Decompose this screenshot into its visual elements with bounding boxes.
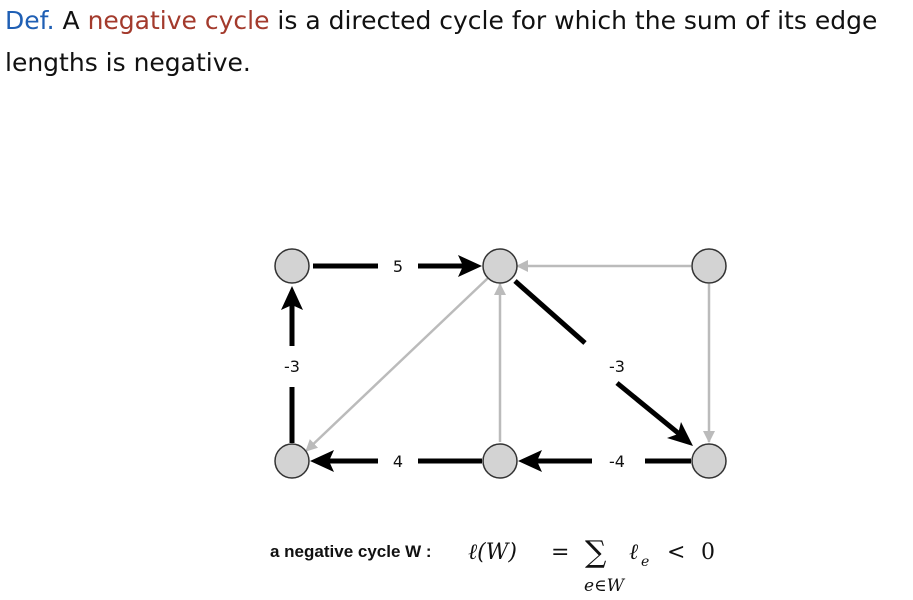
def-text-after: is a directed cycle for which the sum of… (5, 6, 878, 77)
node-top-right (691, 248, 727, 284)
nodes (274, 248, 727, 479)
edge-top-middle-to-bottom-left (305, 277, 489, 452)
edge-label-5: 5 (393, 257, 403, 276)
definition-paragraph: Def. A negative cycle is a directed cycl… (5, 0, 910, 84)
node-bottom-middle (482, 443, 518, 479)
node-bottom-left (274, 443, 310, 479)
formula-term: ℓ (629, 540, 639, 565)
edge-diag-arrowhead (667, 422, 693, 446)
cycle-edges (281, 255, 693, 472)
node-top-left (274, 248, 310, 284)
formula-lhs: ℓ(W) (468, 540, 517, 565)
edge-5-arrowhead (458, 255, 482, 277)
gray-edges (305, 260, 715, 452)
formula-term-sub: e (641, 554, 649, 570)
def-label: Def. (5, 6, 55, 35)
edge-diag-head (615, 381, 685, 439)
formula-sum-sub: e∈W (584, 576, 626, 596)
edge-label-diagonal: -3 (609, 357, 625, 376)
def-term: negative cycle (87, 6, 270, 35)
edge-left-arrowhead (281, 286, 303, 310)
formula-equals: = (551, 540, 569, 565)
edge-label-neg4: -4 (609, 452, 625, 471)
edge-diag-tail (513, 279, 587, 345)
edge-label-4: 4 (393, 452, 403, 471)
formula: a negative cycle W : ℓ(W) = ∑ ℓ e < 0 e∈… (270, 535, 715, 596)
formula-less: < (667, 540, 685, 565)
formula-sum: ∑ (585, 535, 607, 570)
node-top-middle (482, 248, 518, 284)
node-bottom-right (691, 443, 727, 479)
edge-neg4-arrowhead (518, 450, 542, 472)
formula-caption: a negative cycle W : (270, 542, 432, 561)
edge-4-arrowhead (310, 450, 334, 472)
def-text-before: A (54, 6, 88, 35)
edge-label-left: -3 (284, 357, 300, 376)
edge-labels: 5 -3 -3 4 -4 (284, 257, 625, 471)
formula-rhs: 0 (701, 540, 715, 565)
